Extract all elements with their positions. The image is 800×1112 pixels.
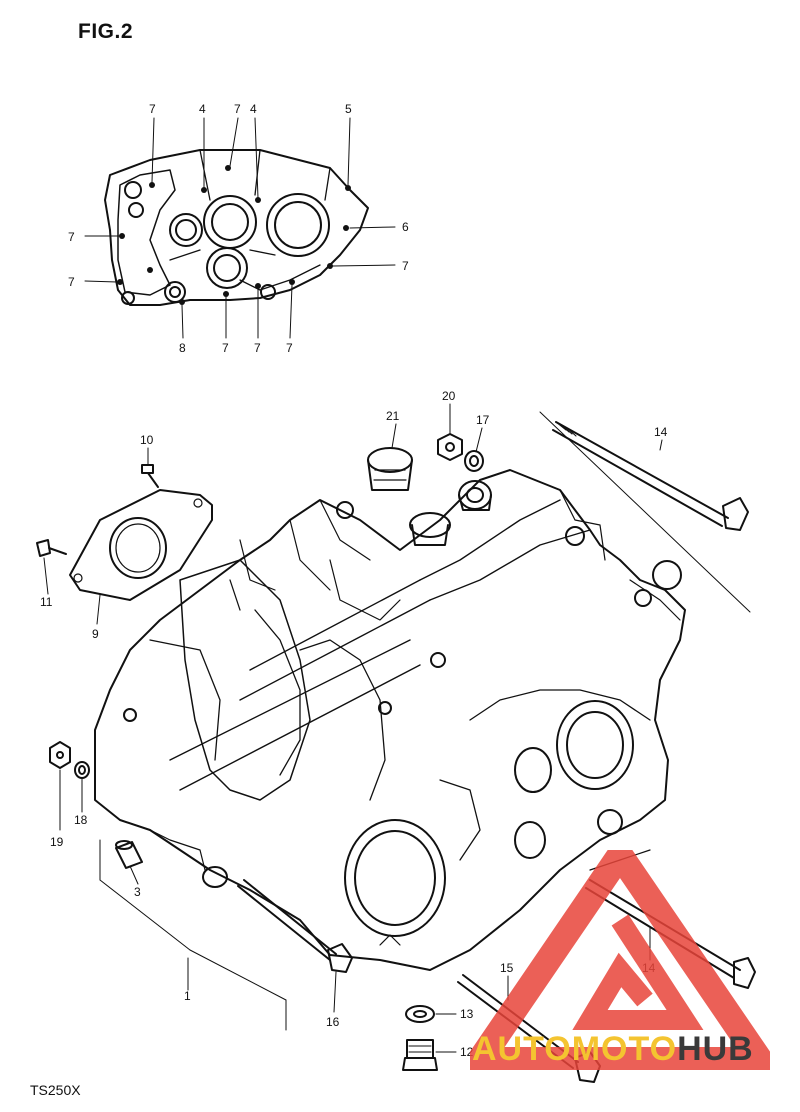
washer-18 — [74, 761, 90, 779]
top-view-bolts — [117, 165, 351, 305]
bushing — [458, 480, 492, 511]
bolt-11 — [36, 539, 67, 557]
callout: 8 — [179, 341, 186, 355]
watermark-text: AUTOMOTOHUB — [472, 1030, 754, 1069]
nut-20 — [437, 433, 463, 461]
callout: 16 — [326, 1015, 340, 1029]
washer-13 — [405, 1005, 435, 1023]
long-bolt-14-top — [552, 421, 749, 531]
drain-plug-12 — [402, 1039, 438, 1071]
main-crankcase — [94, 469, 686, 971]
callout: 7 — [222, 341, 229, 355]
main-leaders — [43, 403, 751, 1053]
watermark-logo-icon — [470, 850, 770, 1070]
figure-title: FIG.2 — [78, 20, 134, 43]
callout: 7 — [149, 102, 156, 116]
callout: 17 — [476, 413, 490, 427]
callout: 11 — [40, 595, 53, 609]
callout: 21 — [386, 409, 400, 423]
callout: 10 — [140, 433, 154, 447]
callout: 7 — [286, 341, 293, 355]
watermark-part2: HUB — [677, 1030, 754, 1068]
callout: 20 — [442, 389, 456, 403]
callout: 4 — [250, 102, 257, 116]
nut-19 — [49, 741, 71, 769]
callout: 1 — [184, 989, 191, 1003]
top-crankcase-view — [104, 149, 369, 306]
cap-21 — [367, 447, 451, 546]
callout: 7 — [254, 341, 261, 355]
callout: 4 — [199, 102, 206, 116]
callout: 19 — [50, 835, 64, 849]
dowel-3 — [115, 840, 143, 869]
callout: 15 — [500, 961, 514, 975]
callout: 18 — [74, 813, 88, 827]
callout: 7 — [68, 275, 75, 289]
callout: 5 — [345, 102, 352, 116]
watermark-part1: AUTOMOTO — [472, 1030, 678, 1068]
callout: 14 — [654, 425, 668, 439]
top-callout-labels: 7 4 7 4 5 6 7 7 7 8 7 7 7 — [68, 102, 409, 355]
gasket-part — [69, 489, 213, 601]
callout: 13 — [460, 1007, 474, 1021]
callout: 7 — [402, 259, 409, 273]
washer-17 — [464, 450, 484, 472]
bolt-10 — [141, 464, 159, 488]
top-leaders — [84, 117, 396, 339]
callout: 9 — [92, 627, 99, 641]
callout: 7 — [234, 102, 241, 116]
callout: 6 — [402, 220, 409, 234]
callout: 3 — [134, 885, 141, 899]
callout: 7 — [68, 230, 75, 244]
long-bolt-16 — [237, 879, 353, 973]
model-label: TS250X — [30, 1082, 81, 1098]
